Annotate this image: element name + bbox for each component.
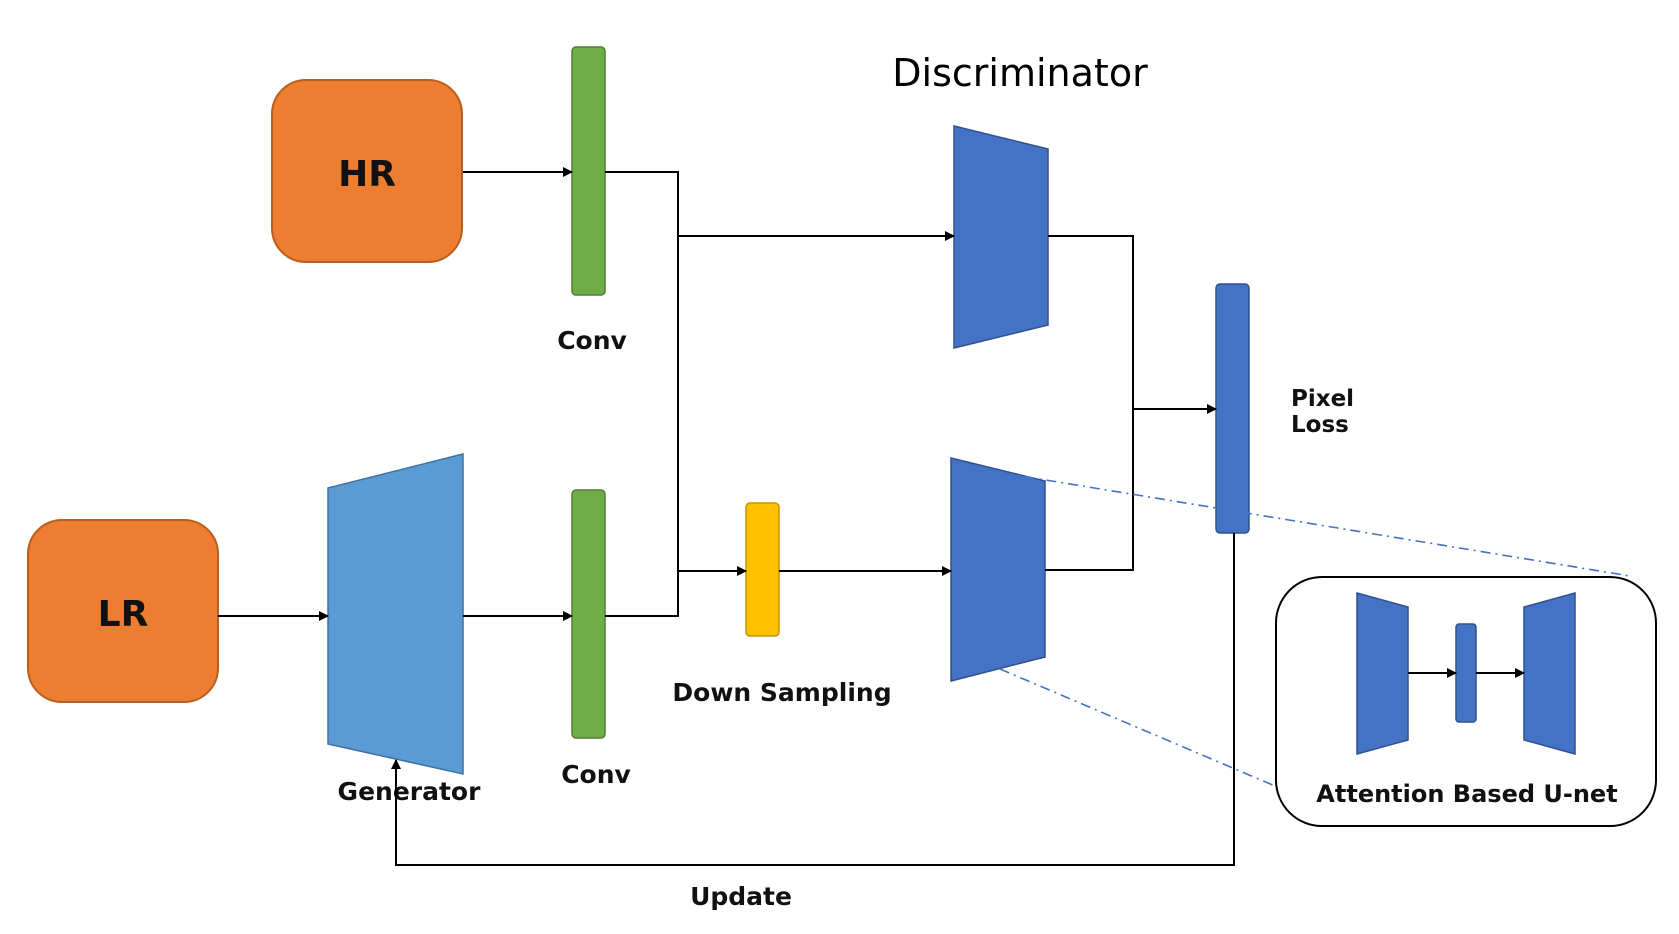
pixel-loss-label-line1: Pixel [1291, 386, 1354, 412]
conv-block-bottom [571, 489, 606, 739]
down-sampling-block [745, 502, 780, 637]
conv-bottom-label: Conv [561, 760, 631, 789]
conv-top-label: Conv [557, 326, 627, 355]
pixel-loss-block [1215, 283, 1250, 534]
diagram-title: Discriminator [892, 51, 1148, 95]
hr-label: HR [338, 154, 396, 195]
lr-input-box [27, 519, 219, 703]
down-sampling-label: Down Sampling [672, 678, 891, 707]
unet-bottleneck-block [1455, 623, 1477, 723]
zoom-connector-bottom [999, 668, 1276, 787]
pixel-loss-label-line2: Loss [1291, 412, 1349, 438]
generator-label: Generator [338, 777, 482, 806]
hr-input-box [271, 79, 463, 263]
discriminator-bottom-block [950, 457, 1046, 682]
discriminator-top-block [953, 125, 1049, 349]
unet-decoder-block [1523, 592, 1576, 755]
update-feedback-line [391, 533, 1235, 866]
lr-label: LR [98, 594, 149, 635]
unet-inset-label: Attention Based U-net [1316, 780, 1617, 808]
conv-block-top [571, 46, 606, 296]
generator-block [327, 453, 464, 775]
zoom-connector-top [1002, 472, 1631, 577]
update-label: Update [690, 882, 792, 911]
discriminator-top-output-line [1045, 235, 1134, 571]
conv-top-output-line [605, 171, 679, 617]
unet-encoder-block [1356, 592, 1409, 755]
